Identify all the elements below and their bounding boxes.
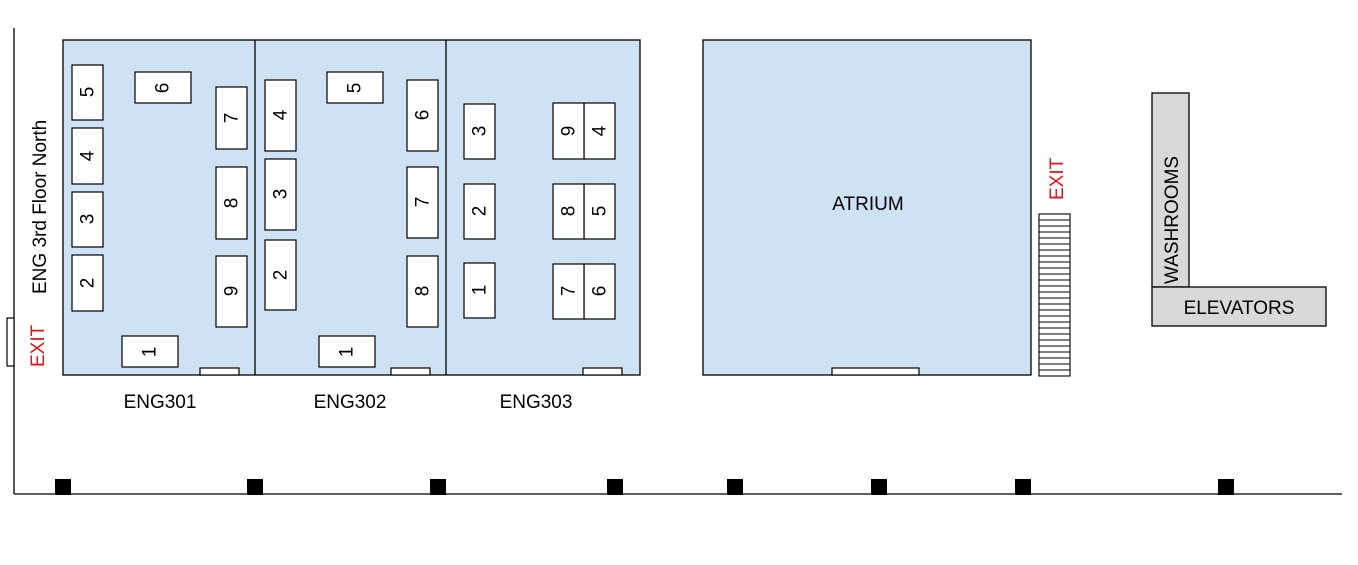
pillar	[247, 479, 263, 495]
desk[interactable]: 2	[71, 254, 104, 312]
desk[interactable]: 3	[71, 191, 104, 248]
desk[interactable]: 9	[552, 102, 585, 160]
west-exit-door	[6, 317, 15, 367]
desk[interactable]: 5	[326, 71, 384, 104]
pillar	[871, 479, 887, 495]
stairs-outline	[1038, 213, 1071, 377]
svg-text:6: 6	[153, 83, 174, 94]
svg-text:6: 6	[413, 110, 434, 121]
atrium	[702, 39, 1032, 376]
desk[interactable]: 4	[264, 79, 297, 152]
pillar	[55, 479, 71, 495]
eng302-desks: 1 2 3 4 5 6 7 8	[264, 71, 439, 368]
svg-text:2: 2	[470, 206, 491, 217]
desk[interactable]: 4	[583, 102, 616, 160]
room-label-eng303: ENG303	[500, 392, 573, 413]
desk[interactable]: 2	[463, 183, 496, 240]
desk[interactable]: 7	[552, 263, 585, 320]
svg-text:8: 8	[559, 206, 580, 217]
desk[interactable]: 6	[134, 71, 192, 104]
room-label-eng302: ENG302	[314, 392, 387, 413]
desk[interactable]: 2	[264, 239, 297, 311]
desk[interactable]: 3	[463, 103, 496, 160]
svg-text:5: 5	[590, 206, 611, 217]
pillar	[1015, 479, 1031, 495]
desk[interactable]: 6	[406, 79, 439, 152]
desk[interactable]: 7	[406, 166, 439, 239]
eng303-door	[582, 367, 623, 376]
svg-text:9: 9	[222, 286, 243, 297]
svg-text:3: 3	[470, 126, 491, 137]
desk[interactable]: 5	[583, 183, 616, 240]
svg-text:4: 4	[271, 109, 292, 120]
pillar	[1218, 479, 1234, 495]
svg-text:1: 1	[337, 347, 358, 358]
west-exit-label: EXIT	[28, 324, 49, 367]
svg-text:7: 7	[222, 113, 243, 124]
svg-text:4: 4	[590, 125, 611, 136]
desk[interactable]: 5	[71, 64, 104, 121]
desk[interactable]: 8	[215, 166, 248, 240]
svg-text:3: 3	[78, 214, 99, 225]
svg-text:5: 5	[78, 87, 99, 98]
eng302-door	[390, 367, 431, 376]
svg-text:8: 8	[413, 286, 434, 297]
svg-text:9: 9	[559, 126, 580, 137]
svg-text:5: 5	[345, 83, 366, 94]
eng301-door	[199, 367, 240, 376]
floor-title: ENG 3rd Floor North	[30, 120, 51, 294]
svg-text:3: 3	[271, 189, 292, 200]
svg-text:1: 1	[470, 285, 491, 296]
atrium-door	[831, 367, 920, 376]
desk[interactable]: 1	[463, 262, 496, 319]
svg-text:1: 1	[140, 347, 161, 358]
elevators-label: ELEVATORS	[1184, 298, 1295, 319]
washrooms-label: WASHROOMS	[1162, 156, 1183, 284]
desk[interactable]: 8	[552, 183, 585, 240]
room-label-eng301: ENG301	[124, 392, 197, 413]
svg-text:4: 4	[78, 150, 99, 161]
east-exit-label: EXIT	[1047, 157, 1068, 200]
desk[interactable]: 8	[406, 255, 439, 328]
pillar	[430, 479, 446, 495]
desk[interactable]: 6	[583, 263, 616, 320]
eng301-desks: 1 2 3 4 5 6 7 8	[71, 64, 248, 368]
svg-text:8: 8	[222, 198, 243, 209]
atrium-label: ATRIUM	[832, 194, 903, 215]
desk[interactable]: 9	[215, 255, 248, 328]
eng303-desks: 1 2 3 4 5 6 7 8	[463, 102, 616, 320]
svg-text:7: 7	[559, 286, 580, 297]
desk[interactable]: 4	[71, 127, 104, 185]
pillar	[607, 479, 623, 495]
stair-steps	[1039, 219, 1070, 371]
stairs	[1038, 213, 1071, 377]
svg-text:2: 2	[271, 270, 292, 281]
desk[interactable]: 7	[215, 86, 248, 150]
pillars	[55, 479, 1234, 495]
svg-text:6: 6	[590, 286, 611, 297]
desk[interactable]: 1	[318, 335, 376, 368]
pillar	[727, 479, 743, 495]
svg-text:2: 2	[78, 278, 99, 289]
elevators	[1151, 286, 1327, 327]
svg-text:7: 7	[413, 197, 434, 208]
desk[interactable]: 3	[264, 158, 297, 231]
desk[interactable]: 1	[121, 335, 179, 368]
